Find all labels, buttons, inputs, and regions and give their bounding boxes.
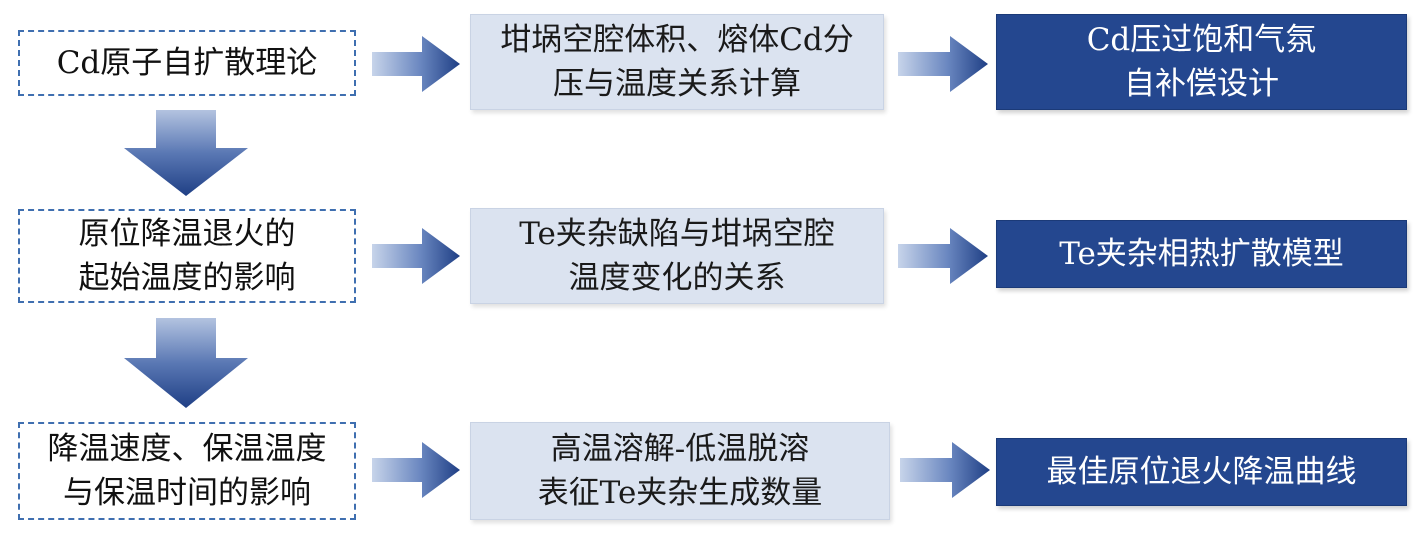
left-box-2-text: 原位降温退火的 起始温度的影响 — [78, 216, 296, 296]
middle-box-2-text: Te夹杂缺陷与坩埚空腔 温度变化的关系 — [519, 216, 835, 296]
right-box-1: Cd压过饱和气氛 自补偿设计 — [996, 14, 1407, 110]
left-box-3-text: 降温速度、保温温度 与保温时间的影响 — [47, 431, 327, 511]
right-box-3-text: 最佳原位退火降温曲线 — [1046, 454, 1357, 490]
middle-box-2: Te夹杂缺陷与坩埚空腔 温度变化的关系 — [470, 208, 884, 304]
right-box-3: 最佳原位退火降温曲线 — [996, 438, 1407, 506]
left-box-1: Cd原子自扩散理论 — [18, 30, 356, 96]
left-box-3: 降温速度、保温温度 与保温时间的影响 — [18, 422, 356, 520]
left-box-2: 原位降温退火的 起始温度的影响 — [18, 209, 356, 303]
arrow-right-icon — [372, 36, 460, 92]
middle-box-3-text: 高温溶解-低温脱溶 表征Te夹杂生成数量 — [537, 431, 823, 511]
middle-box-3: 高温溶解-低温脱溶 表征Te夹杂生成数量 — [470, 422, 890, 520]
arrow-right-icon — [900, 442, 990, 498]
arrow-right-icon — [372, 228, 460, 284]
arrow-down-icon — [124, 318, 248, 408]
right-box-2-text: Te夹杂相热扩散模型 — [1059, 236, 1344, 272]
arrow-right-icon — [898, 36, 988, 92]
middle-box-1-text: 坩埚空腔体积、熔体Cd分 压与温度关系计算 — [500, 22, 854, 102]
arrow-down-icon — [124, 110, 248, 196]
right-box-2: Te夹杂相热扩散模型 — [996, 220, 1407, 288]
right-box-1-text: Cd压过饱和气氛 自补偿设计 — [1086, 22, 1317, 102]
arrow-right-icon — [898, 228, 988, 284]
arrow-right-icon — [372, 442, 460, 498]
left-box-1-text: Cd原子自扩散理论 — [56, 45, 318, 81]
middle-box-1: 坩埚空腔体积、熔体Cd分 压与温度关系计算 — [470, 14, 884, 110]
